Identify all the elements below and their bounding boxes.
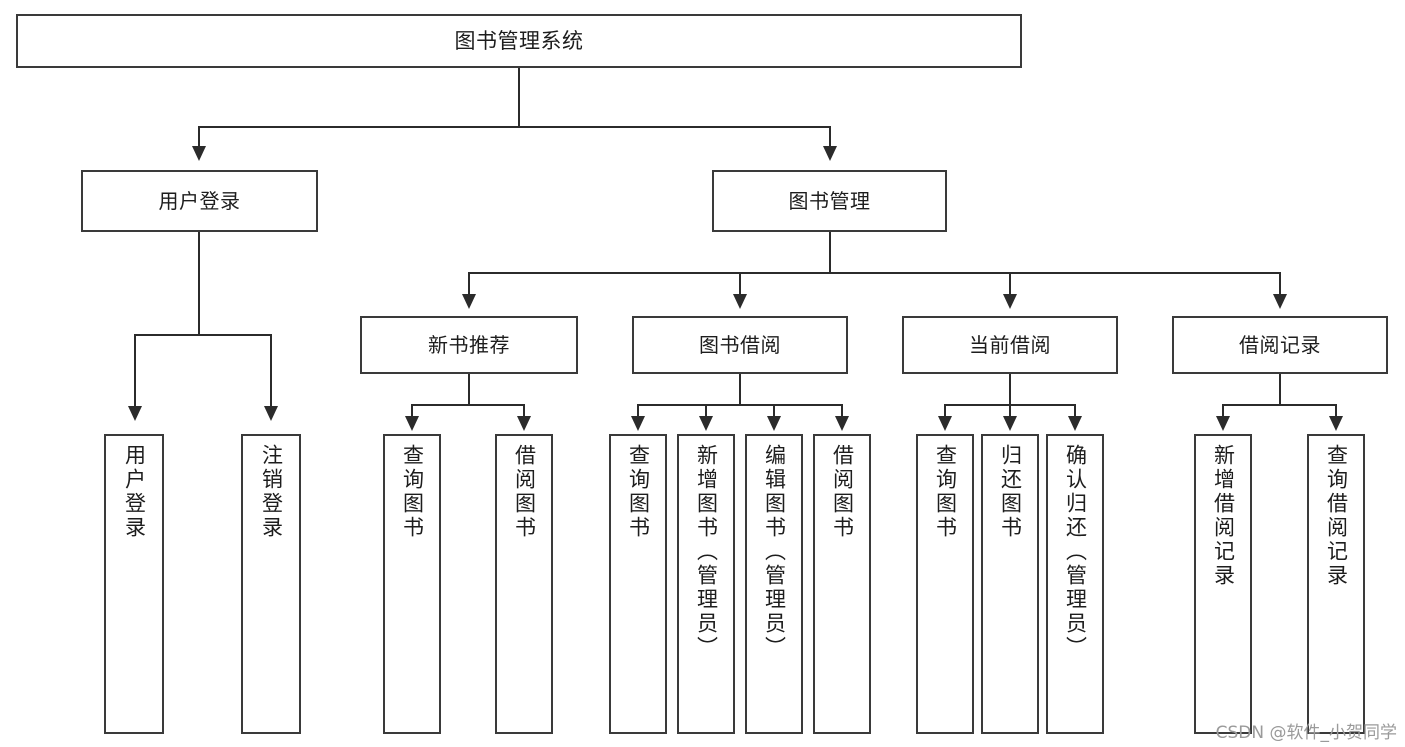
connector-book-manage-drop-1	[468, 272, 470, 296]
node-borrow-record[interactable]: 借阅记录	[1172, 316, 1388, 374]
connector-user-login-bus	[134, 334, 272, 336]
arrowhead-leaf-new-book-2	[517, 416, 531, 431]
connector-book-manage-bus	[468, 272, 1281, 274]
connector-book-manage-stem	[829, 232, 831, 274]
connector-user-login-drop-1	[134, 334, 136, 408]
connector-book-borrow-drop-2	[705, 404, 707, 418]
connector-current-borrow-drop-1	[944, 404, 946, 418]
node-book-borrow[interactable]: 图书借阅	[632, 316, 848, 374]
node-label: 新增图书（管理员）	[694, 444, 719, 660]
leaf-book-borrow-add-book[interactable]: 新增图书（管理员）	[677, 434, 735, 734]
arrowhead-to-user-login	[192, 146, 206, 161]
connector-new-book-stem	[468, 374, 470, 406]
node-label: 用户登录	[122, 444, 147, 540]
node-label: 借阅图书	[512, 444, 537, 540]
arrowhead-leaf-borrow-record-2	[1329, 416, 1343, 431]
connector-borrow-record-drop-2	[1335, 404, 1337, 418]
leaf-book-borrow-query-book[interactable]: 查询图书	[609, 434, 667, 734]
arrowhead-to-book-borrow	[733, 294, 747, 309]
connector-borrow-record-bus	[1222, 404, 1337, 406]
connector-new-book-drop-2	[523, 404, 525, 418]
connector-user-login-stem	[198, 232, 200, 336]
node-user-login[interactable]: 用户登录	[81, 170, 318, 232]
arrowhead-leaf-borrow-record-1	[1216, 416, 1230, 431]
leaf-current-borrow-return-book[interactable]: 归还图书	[981, 434, 1039, 734]
node-label: 新书推荐	[428, 332, 510, 357]
connector-book-borrow-drop-3	[773, 404, 775, 418]
node-label: 确认归还（管理员）	[1063, 444, 1088, 660]
arrowhead-to-current-borrow	[1003, 294, 1017, 309]
node-book-manage[interactable]: 图书管理	[712, 170, 947, 232]
leaf-new-book-query-book[interactable]: 查询图书	[383, 434, 441, 734]
node-label: 借阅记录	[1239, 332, 1321, 357]
connector-new-book-drop-1	[411, 404, 413, 418]
connector-book-borrow-drop-4	[841, 404, 843, 418]
arrowhead-leaf-book-borrow-2	[699, 416, 713, 431]
node-label: 当前借阅	[969, 332, 1051, 357]
leaf-current-borrow-query-book[interactable]: 查询图书	[916, 434, 974, 734]
connector-book-manage-drop-3	[1009, 272, 1011, 296]
connector-book-borrow-bus	[637, 404, 843, 406]
node-label: 用户登录	[158, 188, 241, 213]
leaf-current-borrow-confirm-return[interactable]: 确认归还（管理员）	[1046, 434, 1104, 734]
arrowhead-to-borrow-record	[1273, 294, 1287, 309]
arrowhead-to-new-book-recommend	[462, 294, 476, 309]
node-label: 编辑图书（管理员）	[762, 444, 787, 660]
node-root-system[interactable]: 图书管理系统	[16, 14, 1022, 68]
node-label: 新增借阅记录	[1211, 444, 1236, 588]
connector-book-borrow-stem	[739, 374, 741, 406]
leaf-book-borrow-edit-book[interactable]: 编辑图书（管理员）	[745, 434, 803, 734]
connector-current-borrow-drop-3	[1074, 404, 1076, 418]
node-label: 查询图书	[400, 444, 425, 540]
connector-borrow-record-drop-1	[1222, 404, 1224, 418]
node-new-book-recommend[interactable]: 新书推荐	[360, 316, 578, 374]
connector-root-drop-right	[829, 126, 831, 148]
node-label: 查询图书	[933, 444, 958, 540]
arrowhead-leaf-user-login-1	[128, 406, 142, 421]
node-label: 图书管理系统	[454, 28, 584, 53]
arrowhead-leaf-book-borrow-3	[767, 416, 781, 431]
connector-borrow-record-stem	[1279, 374, 1281, 406]
node-label: 查询借阅记录	[1324, 444, 1349, 588]
connector-root-bus	[198, 126, 831, 128]
arrowhead-leaf-book-borrow-1	[631, 416, 645, 431]
arrowhead-leaf-current-borrow-3	[1068, 416, 1082, 431]
arrowhead-leaf-book-borrow-4	[835, 416, 849, 431]
node-label: 图书管理	[788, 188, 871, 213]
leaf-new-book-borrow-book[interactable]: 借阅图书	[495, 434, 553, 734]
leaf-borrow-record-query-record[interactable]: 查询借阅记录	[1307, 434, 1365, 734]
arrowhead-leaf-new-book-1	[405, 416, 419, 431]
leaf-borrow-record-add-record[interactable]: 新增借阅记录	[1194, 434, 1252, 734]
leaf-book-borrow-borrow-book[interactable]: 借阅图书	[813, 434, 871, 734]
node-label: 注销登录	[259, 444, 284, 540]
connector-current-borrow-stem	[1009, 374, 1011, 406]
watermark-text: CSDN @软件_小贺同学	[1215, 723, 1397, 743]
node-label: 查询图书	[626, 444, 651, 540]
arrowhead-leaf-current-borrow-2	[1003, 416, 1017, 431]
connector-root-drop-left	[198, 126, 200, 148]
connector-new-book-bus	[411, 404, 525, 406]
arrowhead-leaf-current-borrow-1	[938, 416, 952, 431]
leaf-user-login-logout[interactable]: 注销登录	[241, 434, 301, 734]
arrowhead-leaf-user-login-2	[264, 406, 278, 421]
leaf-user-login-login[interactable]: 用户登录	[104, 434, 164, 734]
node-label: 借阅图书	[830, 444, 855, 540]
node-current-borrow[interactable]: 当前借阅	[902, 316, 1118, 374]
connector-current-borrow-drop-2	[1009, 404, 1011, 418]
connector-book-manage-drop-2	[739, 272, 741, 296]
connector-book-borrow-drop-1	[637, 404, 639, 418]
node-label: 归还图书	[998, 444, 1023, 540]
connector-user-login-drop-2	[270, 334, 272, 408]
arrowhead-to-book-manage	[823, 146, 837, 161]
node-label: 图书借阅	[699, 332, 781, 357]
connector-book-manage-drop-4	[1279, 272, 1281, 296]
connector-root-stem	[518, 68, 520, 128]
